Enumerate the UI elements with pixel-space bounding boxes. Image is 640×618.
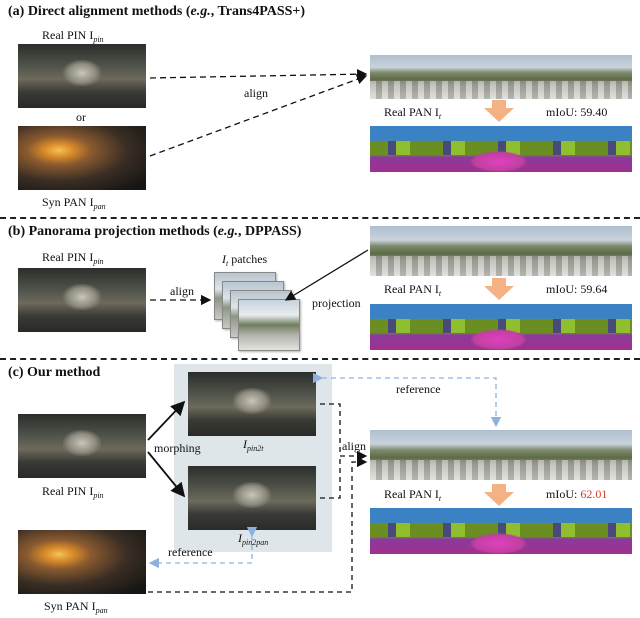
a-down-arrow bbox=[484, 100, 514, 122]
c-morphing-arrow-up bbox=[148, 402, 184, 440]
c-morphing-arrow-down bbox=[148, 452, 184, 496]
b-down-arrow bbox=[484, 278, 514, 300]
a-align-arrow-from-syn bbox=[150, 76, 366, 156]
c-align-path-from-pin2pan bbox=[320, 456, 340, 498]
c-reference-top-arrow bbox=[322, 378, 496, 426]
c-align-path-from-pin2t bbox=[320, 404, 340, 456]
c-syn-to-pan-arrow bbox=[148, 462, 366, 592]
c-down-arrow bbox=[484, 484, 514, 506]
a-align-arrow-from-pin bbox=[150, 74, 366, 78]
b-projection-arrow bbox=[286, 250, 368, 300]
c-reference-bottom-arrow bbox=[150, 536, 252, 563]
